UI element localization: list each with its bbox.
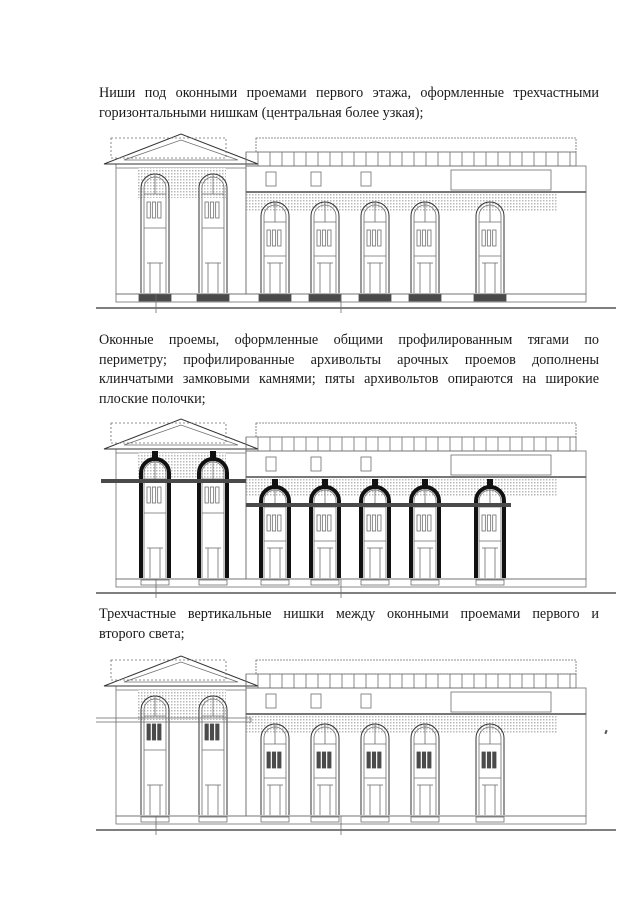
text-line: плоские полочки; <box>99 390 206 407</box>
text-line: Ниши под оконными проемами первого этажа… <box>99 85 599 101</box>
text-line: Оконные проемы, оформленные общими профи… <box>99 332 599 348</box>
text-line: клинчатыми замковыми камнями; пяты архив… <box>99 371 599 387</box>
paragraph-under-window-niches: Ниши под оконными проемами первого этажа… <box>99 84 599 123</box>
text-line: периметру; профилированные архивольты ар… <box>99 351 599 368</box>
paragraph-window-archivolts: Оконные проемы, оформленные общими профи… <box>99 331 599 409</box>
text-line: второго света; <box>99 625 185 642</box>
paragraph-vertical-niches: Трехчастные вертикальные нишки между око… <box>99 605 599 644</box>
facade-figure-2 <box>96 413 616 598</box>
facade-figure-3 <box>96 650 616 835</box>
text-line: Трехчастные вертикальные нишки между око… <box>99 606 599 622</box>
facade-figure-1 <box>96 128 616 313</box>
text-line: горизонтальными нишкам (центральная боле… <box>99 104 424 121</box>
